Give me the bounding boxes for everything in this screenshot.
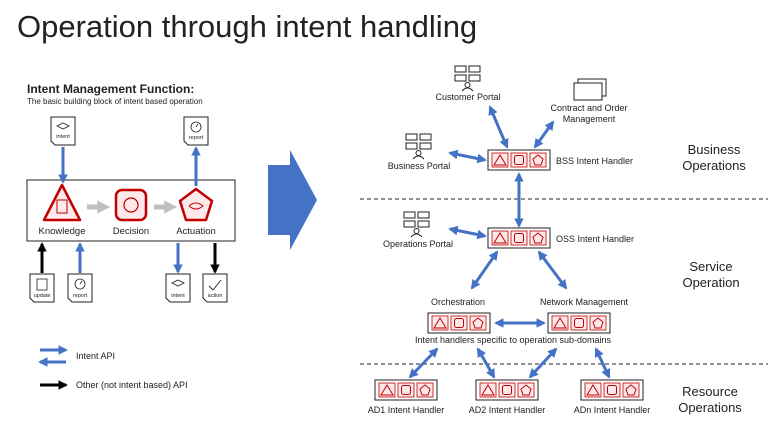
svg-text:intent: intent [171, 293, 185, 299]
adn-handler-module [580, 379, 644, 401]
svg-text:intent: intent [56, 134, 70, 140]
page-title: Operation through intent handling [17, 9, 477, 44]
legend-intent-api: Intent API [76, 351, 115, 361]
doc-intent-in: intent [50, 116, 76, 146]
legend-other-api: Other (not intent based) API [76, 380, 188, 390]
arrow-orch-ad2 [476, 347, 496, 379]
stage-knowledge: Knowledge [38, 226, 85, 237]
imf-heading: Intent Management Function: [27, 82, 194, 96]
stage-actuation: Actuation [176, 226, 216, 237]
arrow-orch-ad1 [408, 347, 439, 379]
label-adn: ADn Intent Handler [574, 405, 651, 415]
label-bss-handler: BSS Intent Handler [556, 156, 633, 166]
label-oss-handler: OSS Intent Handler [556, 234, 634, 244]
label-network-management: Network Management [540, 297, 629, 307]
label-operations-portal: Operations Portal [383, 239, 453, 249]
actuation-icon [178, 187, 214, 222]
contract-management-icon [573, 78, 607, 101]
doc-action: action [202, 273, 228, 303]
label-contract-1: Contract and Order [550, 103, 627, 113]
doc-update: update [29, 273, 55, 303]
customer-portal-icon [454, 65, 481, 92]
arrow-operations-oss [448, 225, 487, 240]
arrow-net-adn [594, 347, 611, 379]
label-subdomains: Intent handlers specific to operation su… [415, 335, 612, 345]
operations-portal-icon [403, 211, 430, 238]
doc-report-in: report [67, 273, 93, 303]
label-ad2: AD2 Intent Handler [469, 405, 546, 415]
layer-service-2: Operation [682, 275, 739, 290]
arrow-bss-contract [533, 120, 555, 149]
network-handler-module [547, 312, 611, 334]
doc-intent-out: intent [165, 273, 191, 303]
arrow-oss-orchestration [470, 250, 499, 290]
arrow-oss-network [537, 250, 568, 290]
layer-resource-2: Operations [678, 400, 742, 415]
layer-business-2: Operations [682, 158, 746, 173]
big-transform-arrow [268, 150, 317, 250]
ad2-handler-module [475, 379, 539, 401]
decision-icon [114, 188, 148, 222]
layer-business-1: Business [688, 142, 741, 157]
arrow-business-bss [448, 149, 487, 164]
bss-handler-module [487, 149, 551, 171]
svg-text:update: update [34, 293, 51, 299]
oss-handler-module [487, 227, 551, 249]
svg-text:report: report [189, 135, 204, 141]
arrow-customer-bss [488, 105, 509, 149]
doc-report-out: report [183, 116, 209, 146]
ad1-handler-module [374, 379, 438, 401]
layer-resource-1: Resource [682, 384, 738, 399]
svg-text:report: report [73, 293, 88, 299]
business-portal-icon [405, 133, 432, 160]
imf-description: The basic building block of intent based… [27, 97, 203, 106]
label-customer-portal: Customer Portal [435, 92, 500, 102]
orchestration-handler-module [427, 312, 491, 334]
layer-service-1: Service [689, 259, 732, 274]
arrow-net-ad2 [528, 347, 558, 379]
knowledge-icon [42, 183, 82, 222]
label-contract-2: Management [563, 114, 616, 124]
label-ad1: AD1 Intent Handler [368, 405, 445, 415]
label-orchestration: Orchestration [431, 297, 485, 307]
svg-text:action: action [208, 293, 223, 299]
label-business-portal: Business Portal [388, 161, 451, 171]
stage-decision: Decision [113, 226, 149, 237]
